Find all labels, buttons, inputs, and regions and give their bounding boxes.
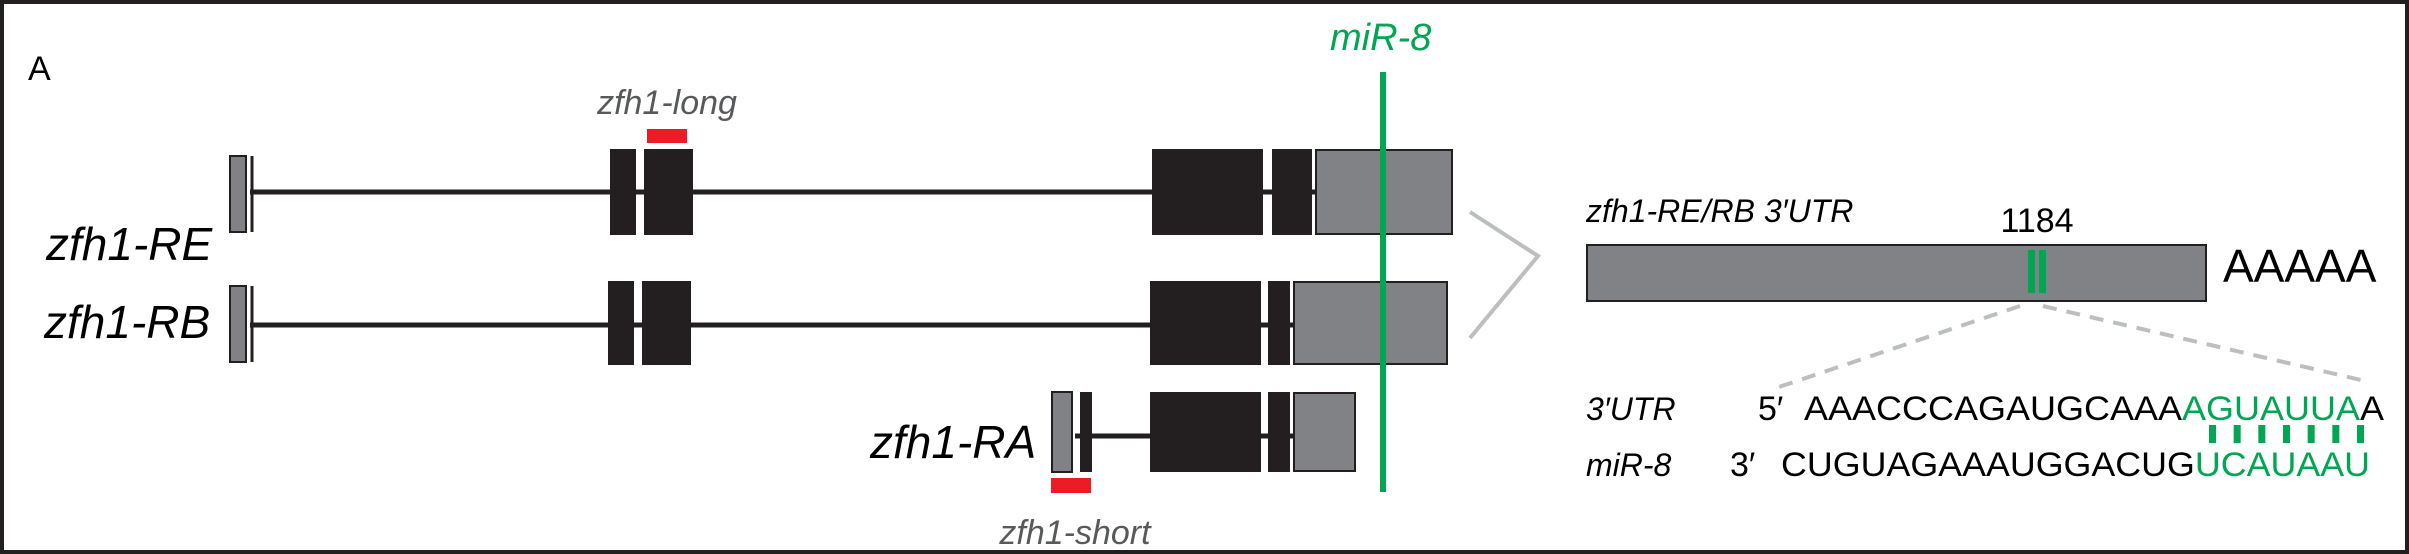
base-pair-tick xyxy=(2332,425,2340,443)
utr-row-end: 5′ xyxy=(1758,390,1783,428)
probe-short-label: zfh1-short xyxy=(998,514,1152,552)
base-pair-tick xyxy=(2283,425,2290,443)
panel-label: A xyxy=(28,50,51,88)
utr-title: zfh1-RE/RB 3′UTR xyxy=(1585,193,1853,229)
exon xyxy=(1272,149,1312,235)
transcript-label: zfh1-RA xyxy=(869,416,1036,468)
exon xyxy=(1150,281,1261,365)
transcript-label: zfh1-RE xyxy=(45,218,213,270)
probe-long-label: zfh1-long xyxy=(596,84,737,122)
exon xyxy=(642,281,691,365)
exon xyxy=(608,281,634,365)
mir-seq-plain: CUGUAGAAAUGGACUG xyxy=(1781,446,2195,484)
mir-row-label: miR-8 xyxy=(1586,447,1672,483)
utr-3-exon xyxy=(1293,392,1356,472)
transcript-ra: zfh1-RA xyxy=(869,391,1356,473)
base-pair-tick xyxy=(2258,425,2266,443)
utr-seq-seed: AGUAUUA xyxy=(2182,390,2360,428)
exon xyxy=(610,149,636,235)
mir8-label: miR-8 xyxy=(1330,17,1431,59)
base-pair-tick xyxy=(2357,425,2364,443)
utr-5-exon xyxy=(1051,391,1073,473)
exon xyxy=(1150,392,1261,472)
base-pair-tick xyxy=(2209,425,2216,443)
site-position: 1184 xyxy=(2000,202,2073,240)
base-pair-tick xyxy=(2233,425,2241,443)
transcript-rb: zfh1-RB xyxy=(43,281,1448,365)
base-pair-ticks xyxy=(2209,425,2364,443)
utr-seq-plain: AAACCCAGAUGCAAA xyxy=(1804,390,2182,428)
exon xyxy=(644,149,693,235)
transcript-label: zfh1-RB xyxy=(43,296,210,348)
probe-long-marker xyxy=(647,129,687,143)
mir8-site-mark xyxy=(2028,250,2035,293)
utr-3-exon xyxy=(1293,281,1448,365)
probe-short-marker xyxy=(1051,478,1091,493)
base-pair-tick xyxy=(2307,425,2315,443)
zoom-dash-left xyxy=(1769,304,2021,392)
polya-tail: AAAAA xyxy=(2223,240,2377,292)
utr-5-exon xyxy=(229,155,247,233)
zoom-connector xyxy=(1468,210,1541,340)
utr-5-exon xyxy=(229,285,247,363)
utr-seq-tail: A xyxy=(2360,390,2384,428)
zoom-dash-right xyxy=(2042,304,2362,382)
utr-bar xyxy=(1586,244,2207,302)
exon xyxy=(1268,392,1290,472)
mir-row-end: 3′ xyxy=(1730,446,1755,484)
utr-row-label: 3′UTR xyxy=(1586,391,1676,427)
mir8-site-mark xyxy=(2039,250,2046,293)
exon xyxy=(1080,392,1092,472)
mir-seq-seed: UCAUAAU xyxy=(2195,446,2370,484)
exon xyxy=(1268,281,1290,365)
exon xyxy=(1152,149,1263,235)
